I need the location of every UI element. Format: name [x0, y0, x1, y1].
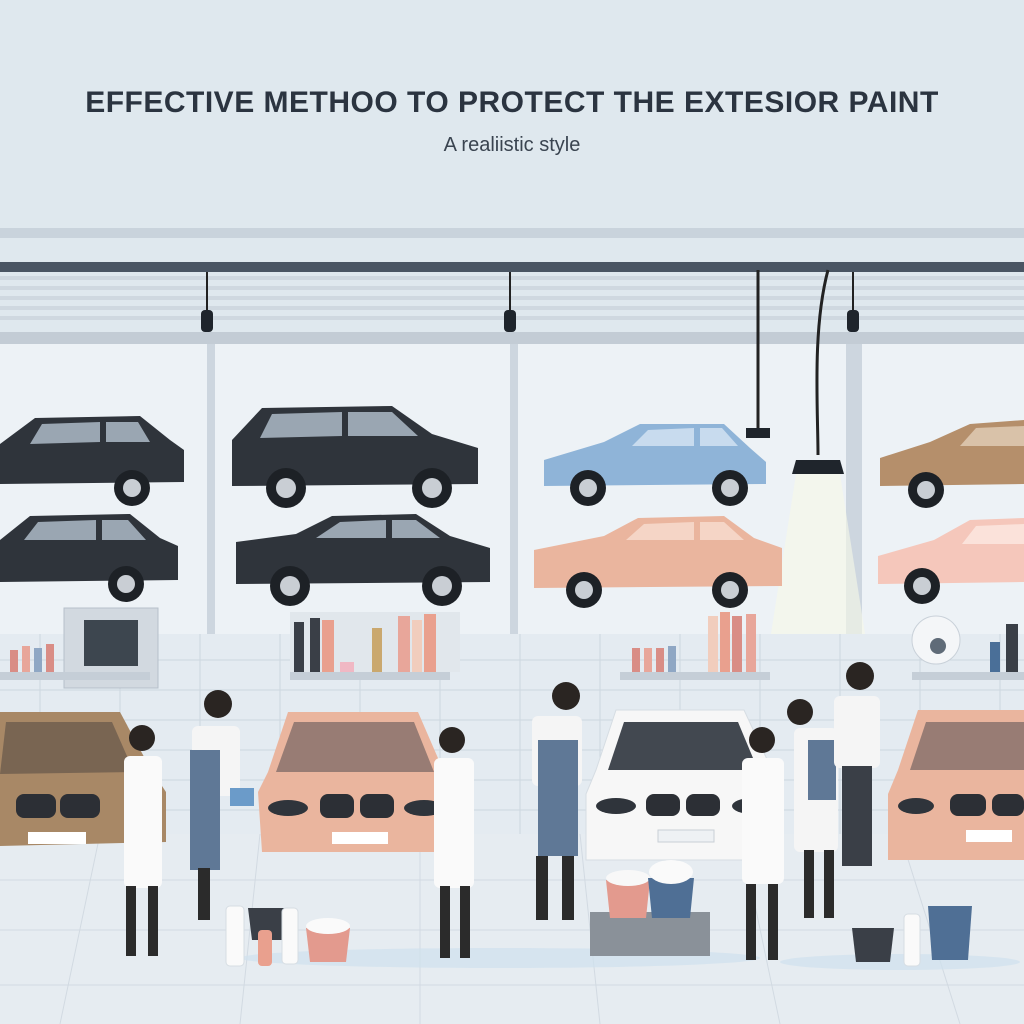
spray-bottle-icon	[281, 907, 299, 965]
wash-car-pink	[888, 710, 1024, 860]
page-subtitle: A realiistic style	[443, 134, 581, 156]
bucket-icon	[852, 928, 894, 962]
display-car-pink	[534, 516, 782, 608]
worker-male	[787, 699, 838, 918]
worker-male	[190, 690, 254, 920]
display-car-tan	[880, 420, 1024, 508]
page-title: EFFECTIVE METHOO TO PROTECT THE EXTESIOR…	[85, 86, 939, 119]
lamp-icon	[504, 310, 516, 332]
worker-male	[532, 682, 582, 920]
wash-car-pink	[258, 712, 454, 852]
display-car-dark	[236, 514, 490, 606]
worker-male	[834, 662, 880, 866]
wash-car-white	[585, 709, 783, 861]
bucket-icon	[928, 906, 972, 960]
display-car-dark	[0, 416, 184, 506]
cart	[590, 912, 710, 956]
display-car-blue	[544, 424, 766, 506]
product-shelves	[0, 607, 1024, 689]
bottle-group	[294, 614, 436, 672]
display-car-pink	[878, 518, 1024, 604]
workers	[124, 662, 880, 960]
wash-cars	[0, 709, 1024, 861]
spray-bottle-icon	[225, 905, 245, 967]
worker-female	[434, 727, 474, 958]
monitor-icon	[84, 620, 138, 666]
display-car-dark	[0, 514, 178, 602]
cleaning-supplies	[225, 860, 972, 967]
bottle-group	[911, 615, 1018, 672]
bucket-icon	[648, 878, 694, 918]
bottle-group	[632, 612, 756, 672]
worker-female	[742, 727, 784, 960]
lamp-icon	[847, 310, 859, 332]
spray-bottle-icon	[258, 930, 272, 966]
bucket-icon	[306, 928, 350, 962]
display-cars	[0, 406, 1024, 608]
worker-female	[124, 725, 162, 956]
bottle-group	[10, 644, 54, 672]
bucket-icon	[248, 908, 286, 940]
ceiling-lamps	[201, 269, 866, 640]
lamp-icon	[201, 310, 213, 332]
display-car-dark	[232, 406, 478, 508]
spray-bottle-icon	[903, 913, 921, 967]
bucket-icon	[606, 880, 650, 918]
